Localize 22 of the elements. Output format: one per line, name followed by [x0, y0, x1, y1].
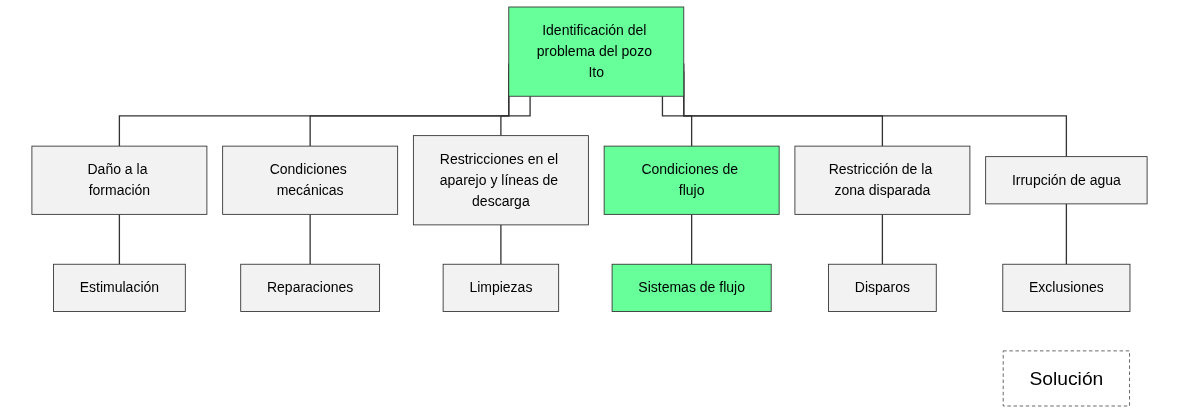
- node-box: Estimulación: [53, 263, 186, 312]
- node-box: Sistemas de flujo: [611, 263, 772, 312]
- node-box: Restricciones en el aparejo y líneas de descarga: [412, 135, 589, 226]
- connector: [118, 213, 121, 265]
- node-box: Condiciones de flujo: [603, 145, 780, 215]
- connector: [661, 95, 693, 147]
- node-box: Daño a la formación: [31, 145, 208, 215]
- node-box: Irrupción de agua: [985, 156, 1148, 205]
- node-box: Identificación del problema del pozo Ito: [508, 6, 685, 97]
- node-box: Solución: [1002, 350, 1130, 407]
- node-box: Disparos: [828, 263, 937, 312]
- node-box: Restricción de la zona disparada: [794, 145, 971, 215]
- node-box: Condiciones mecánicas: [222, 145, 399, 215]
- connector: [881, 213, 884, 265]
- node-box: Exclusiones: [1002, 263, 1131, 312]
- connector: [500, 95, 531, 137]
- connector: [691, 213, 693, 265]
- connector: [1065, 203, 1068, 265]
- connector: [500, 224, 502, 265]
- connector: [309, 213, 311, 265]
- node-box: Reparaciones: [240, 263, 381, 312]
- node-box: Limpiezas: [442, 263, 560, 312]
